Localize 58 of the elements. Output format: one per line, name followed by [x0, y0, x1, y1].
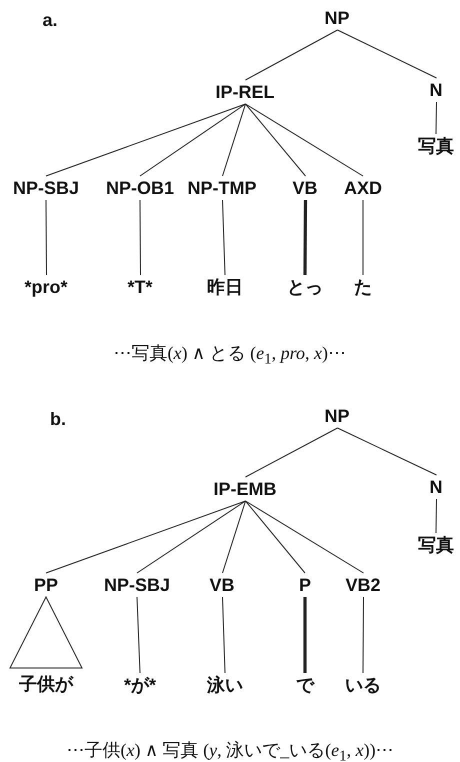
example-label: b.: [50, 408, 66, 430]
word-label: 昨日: [206, 275, 244, 299]
branch-line: [222, 104, 246, 176]
branch-line: [136, 500, 246, 574]
branch-line: [337, 30, 437, 78]
category-label: IP-REL: [214, 80, 276, 104]
category-label: VB: [292, 176, 319, 200]
word-label: *が*: [123, 673, 158, 697]
category-label: PP: [33, 573, 60, 597]
category-label: VB: [208, 573, 236, 597]
word-label: 写真: [417, 533, 455, 557]
category-label: NP-SBJ: [103, 573, 172, 597]
triangle-branch: [9, 596, 83, 668]
branch-line: [245, 104, 306, 176]
category-label: NP: [324, 6, 351, 30]
formula-text: ⋯写真(x) ∧ とる (e$_{1}$, pro, x)⋯: [114, 342, 346, 369]
category-label: N: [428, 78, 444, 102]
category-label: NP-TMP: [186, 176, 258, 200]
branch-line: [140, 200, 141, 276]
branch-line: [222, 596, 226, 674]
branch-line: [362, 596, 364, 674]
branch-line: [245, 500, 306, 574]
branch-line: [362, 200, 364, 276]
branch-line: [46, 500, 246, 574]
branch-line: [136, 596, 140, 674]
word-label: *pro*: [24, 275, 69, 299]
category-label: N: [428, 475, 444, 499]
branch-line: [245, 500, 364, 574]
word-label: *T*: [126, 275, 154, 299]
word-label: 写真: [417, 134, 455, 158]
category-label: VB2: [344, 573, 382, 597]
category-label: AXD: [343, 176, 384, 200]
word-label: で: [295, 673, 315, 697]
category-label: NP-OB1: [105, 176, 176, 200]
branch-line: [303, 200, 308, 276]
branch-line: [46, 200, 47, 276]
branch-line: [46, 104, 246, 176]
branch-line: [222, 500, 246, 574]
category-label: NP: [324, 404, 351, 428]
word-label: た: [353, 275, 373, 299]
branch-line: [436, 102, 437, 134]
word-label: 子供が: [18, 672, 74, 696]
example-label: a.: [42, 10, 58, 30]
word-label: 泳い: [206, 673, 244, 697]
category-label: IP-EMB: [212, 477, 278, 501]
branch-line: [337, 428, 437, 476]
category-label: P: [298, 573, 312, 597]
branch-line: [245, 30, 338, 80]
branch-line: [245, 428, 338, 478]
branch-line: [303, 597, 307, 673]
formula-text: ⋯子供(x) ∧ 写真 (y, 泳いで_いる(e$_{1}$, x))⋯: [66, 739, 394, 762]
word-label: とっ: [286, 275, 324, 299]
word-label: いる: [344, 673, 382, 697]
category-label: NP-SBJ: [12, 176, 80, 200]
branch-line: [436, 498, 437, 534]
branch-line: [140, 104, 246, 176]
branch-line: [222, 200, 226, 276]
branch-line: [245, 104, 364, 176]
